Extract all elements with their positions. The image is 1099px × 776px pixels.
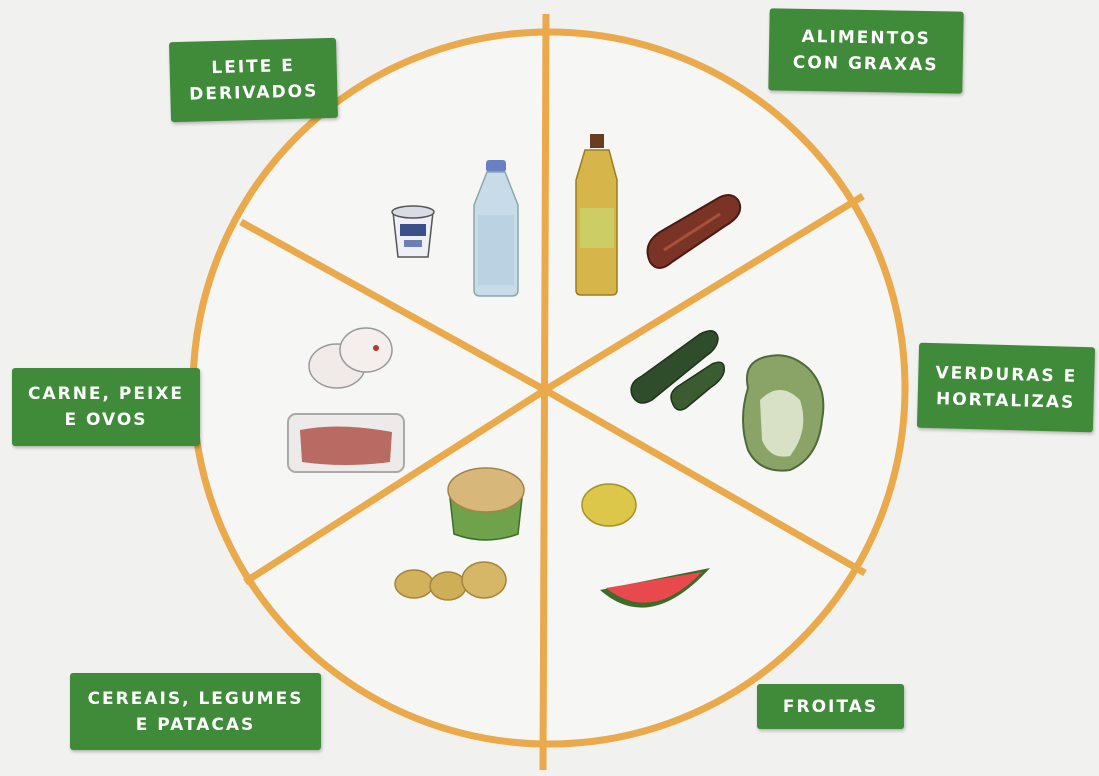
protein-label-line-2: E OVOS [28, 407, 184, 433]
meat-tray-icon [288, 414, 404, 472]
fats-label-line-1: ALIMENTOS [793, 24, 939, 53]
lettuce-icon [743, 355, 823, 470]
lemon-icon [582, 484, 636, 526]
oil-bottle-icon [576, 134, 617, 295]
dairy-label-line-2: DERIVADOS [189, 78, 319, 107]
dairy-label-line-1: LEITE E [188, 52, 318, 81]
category-label-fruits: FROITAS [757, 684, 904, 729]
protein-label-line-1: CARNE, PEIXE [28, 381, 184, 407]
fats-label-line-2: CON GRAXAS [793, 50, 939, 79]
fruits-label-line-1: FROITAS [783, 694, 878, 720]
chickpeas-bowl-icon [448, 468, 524, 540]
yogurt-icon [392, 206, 434, 257]
vegetables-label-line-2: HORTALIZAS [934, 386, 1076, 416]
cereals-label-line-1: CEREAIS, LEGUMES [88, 686, 304, 712]
cereals-label-line-2: E PATACAS [88, 712, 304, 738]
vegetables-label-line-1: VERDURAS E [935, 360, 1077, 390]
